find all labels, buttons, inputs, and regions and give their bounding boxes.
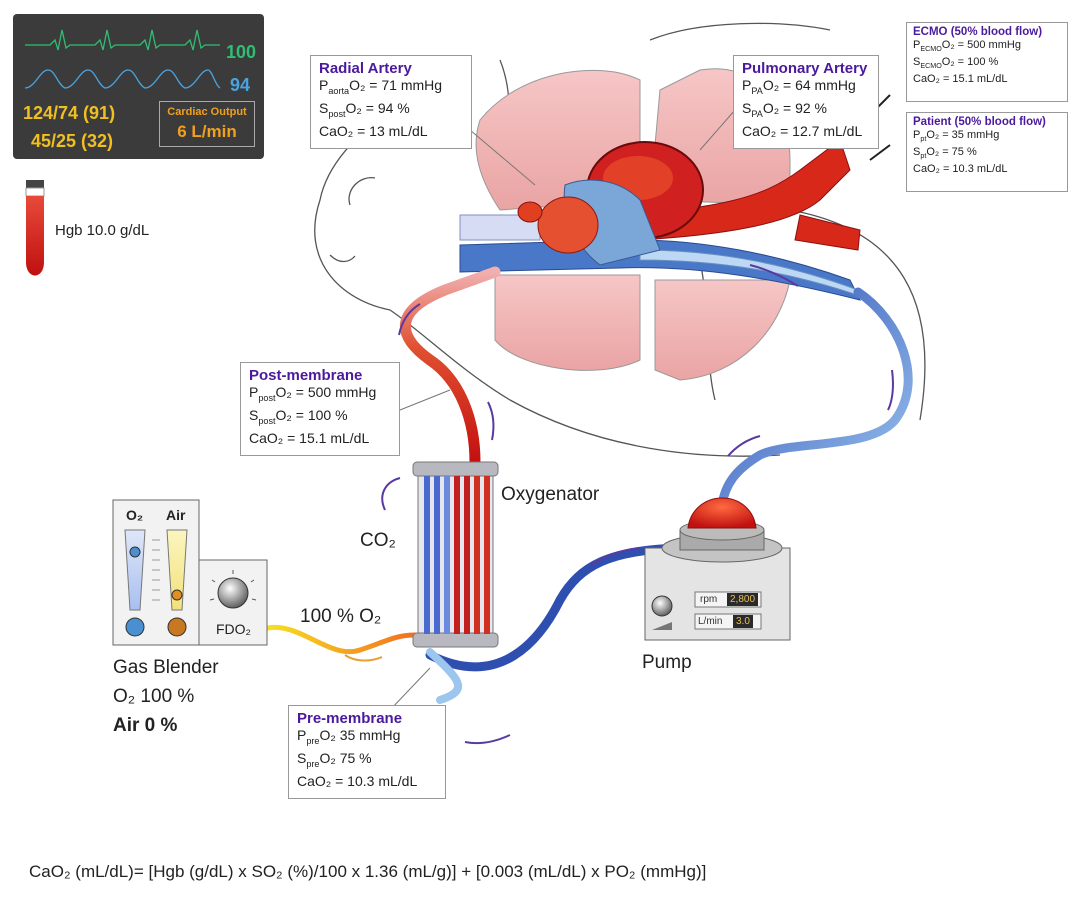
gas-blender-label: Gas Blender — [113, 657, 219, 678]
radial-artery-box: Radial Artery PaortaO₂ = 71 mmHg SpostO₂… — [310, 55, 472, 149]
p-symbol: P — [913, 129, 921, 141]
pre-membrane-title: Pre-membrane — [297, 710, 403, 727]
cao2-formula: CaO₂ (mL/dL)= [Hgb (g/dL) x SO₂ (%)/100 … — [29, 862, 707, 881]
p-subscript: ECMO — [920, 45, 942, 54]
heart-rate: 100 — [226, 42, 257, 62]
s-symbol: S — [249, 406, 259, 423]
cao2-value: CaO₂ = 13 mL/dL — [319, 122, 428, 139]
post-membrane-title: Post-membrane — [249, 367, 363, 384]
hgb-label: Hgb 10.0 g/dL — [55, 222, 150, 239]
aorta-branch — [794, 214, 861, 251]
p-value: O₂ 35 mmHg — [319, 727, 401, 743]
s-symbol: S — [913, 56, 921, 69]
pump-rpm-value: 2,800 — [727, 593, 759, 606]
cardiac-output-box: Cardiac Output 6 L/min — [159, 101, 255, 147]
post-membrane-box: Post-membrane PpostO₂ = 500 mmHg SpostO₂… — [240, 362, 400, 456]
arterial-bp: 124/74 (91) — [23, 103, 116, 123]
cao2-value: CaO₂ = 12.7 mL/dL — [742, 122, 863, 139]
s-symbol: S — [742, 99, 752, 116]
radial-artery-title: Radial Artery — [319, 60, 412, 77]
ecmo-flow-title: ECMO (50% blood flow) — [913, 26, 1043, 38]
p-subscript: post — [258, 392, 276, 403]
monitor-readouts: 100 94 124/74 (91) 45/25 (32) Cardiac Ou… — [13, 14, 264, 159]
drainage-line — [717, 287, 913, 510]
fdo2-label: FDO₂ — [216, 621, 251, 637]
p-value: O₂ = 71 mmHg — [349, 77, 443, 93]
ecmo-flow-box: ECMO (50% blood flow) PECMOO₂ = 500 mmHg… — [906, 22, 1068, 102]
pulmonary-bp: 45/25 (32) — [31, 131, 114, 151]
pre-membrane-line — [426, 648, 463, 704]
s-value: O₂ 75 % — [319, 749, 372, 766]
heart — [517, 141, 704, 266]
p-subscript: pre — [306, 735, 320, 746]
pulmonary-artery-title: Pulmonary Artery — [742, 60, 868, 77]
oxygenator — [412, 461, 499, 648]
left-lung-lower — [494, 274, 641, 371]
pump-rpm-label: rpm — [700, 594, 718, 605]
right-lung-lower — [654, 279, 791, 381]
s-subscript: ECMO — [920, 62, 942, 71]
blender-air-setting: Air 0 % — [113, 715, 178, 736]
o2-supply-label: 100 % O₂ — [300, 606, 382, 627]
pump-flow-value: 3.0 — [733, 615, 753, 628]
co2-label: CO₂ — [360, 530, 396, 551]
vena-cava — [459, 239, 861, 301]
gas-blender — [112, 499, 268, 646]
s-symbol: S — [319, 99, 329, 116]
p-value: O₂ = 64 mmHg — [762, 77, 856, 93]
p-symbol: P — [297, 727, 307, 743]
pulmonary-artery-box: Pulmonary Artery PPAO₂ = 64 mmHg SPAO₂ =… — [733, 55, 879, 149]
s-value: O₂ = 75 % — [926, 146, 977, 159]
pump — [644, 497, 791, 641]
spo2: 94 — [230, 75, 251, 95]
p-value: O₂ = 500 mmHg — [941, 39, 1021, 51]
cao2-value: CaO₂ = 10.3 mL/dL — [913, 163, 1008, 176]
cardiac-output-label: Cardiac Output — [167, 106, 247, 118]
p-value: O₂ = 500 mmHg — [275, 384, 377, 400]
gas-line — [265, 624, 418, 655]
p-symbol: P — [249, 384, 259, 400]
pre-membrane-box: Pre-membrane PpreO₂ 35 mmHg SpreO₂ 75 % … — [288, 705, 446, 799]
p-symbol: P — [319, 77, 329, 93]
svc-light — [459, 214, 541, 241]
s-subscript: post — [328, 108, 346, 119]
callout-lines — [389, 109, 736, 711]
s-symbol: S — [297, 749, 307, 766]
oxygenator-label: Oxygenator — [501, 484, 600, 505]
cardiac-output-value: 6 L/min — [177, 122, 237, 141]
p-symbol: P — [913, 39, 921, 51]
cao2-value: CaO₂ = 10.3 mL/dL — [297, 772, 418, 789]
return-cannula — [400, 266, 501, 468]
pump-flow-label: L/min — [698, 616, 723, 627]
hgb-tube — [25, 180, 45, 276]
p-subscript: aorta — [328, 85, 350, 96]
s-value: O₂ = 94 % — [345, 99, 410, 116]
blender-air-column: Air — [166, 507, 186, 523]
pump-outlet-line — [425, 543, 685, 672]
s-symbol: S — [913, 146, 921, 159]
s-subscript: pt — [920, 152, 927, 161]
s-subscript: post — [258, 415, 276, 426]
s-subscript: PA — [751, 108, 763, 119]
s-value: O₂ = 100 % — [275, 406, 348, 423]
flow-arrows — [344, 94, 894, 745]
s-subscript: pre — [306, 758, 320, 769]
pump-label: Pump — [642, 652, 692, 673]
p-subscript: PA — [751, 85, 763, 96]
s-value: O₂ = 92 % — [762, 99, 828, 116]
cao2-value: CaO₂ = 15.1 mL/dL — [913, 73, 1008, 86]
patient-flow-box: Patient (50% blood flow) PptO₂ = 35 mmHg… — [906, 112, 1068, 192]
s-value: O₂ = 100 % — [941, 56, 999, 69]
cao2-value: CaO₂ = 15.1 mL/dL — [249, 429, 370, 446]
monitor-waveforms — [24, 29, 221, 89]
p-value: O₂ = 35 mmHg — [926, 129, 1000, 141]
p-symbol: P — [742, 77, 752, 93]
blender-o2-setting: O₂ 100 % — [113, 686, 195, 707]
blender-o2-column: O₂ — [126, 507, 144, 523]
p-subscript: pt — [920, 135, 927, 144]
patient-flow-title: Patient (50% blood flow) — [913, 116, 1046, 128]
